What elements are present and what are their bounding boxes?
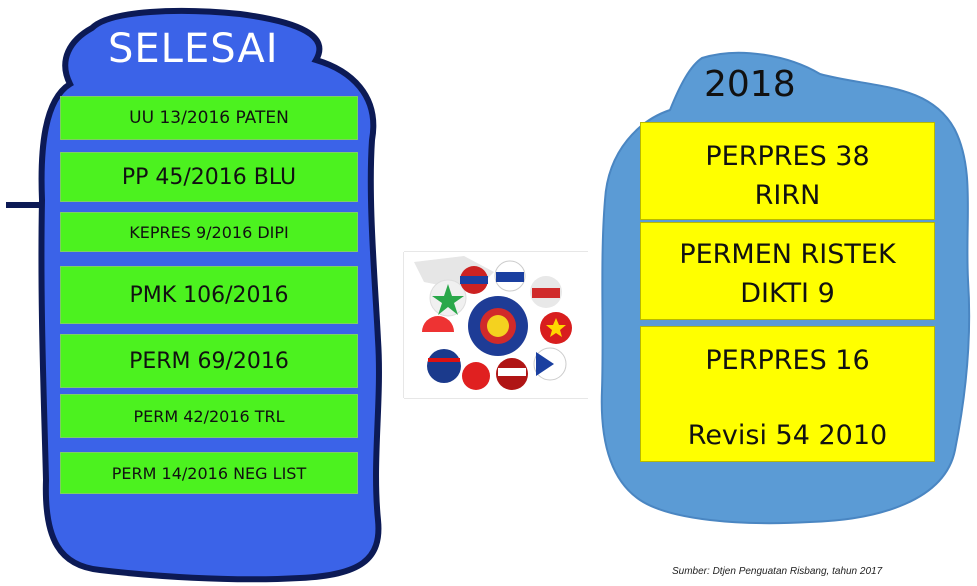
asean-flag-balls-image [404, 252, 588, 398]
left-item-3: KEPRES 9/2016 DIPI [60, 212, 358, 252]
source-note: Sumber: Dtjen Penguatan Risbang, tahun 2… [672, 566, 883, 577]
left-item-1: UU 13/2016 PATEN [60, 96, 358, 140]
right-item-1-line2: RIRN [754, 180, 821, 211]
right-item-2-line1: PERMEN RISTEK [679, 239, 896, 270]
right-item-2: PERMEN RISTEK DIKTI 9 [640, 222, 935, 320]
right-item-1: PERPRES 38 RIRN [640, 122, 935, 220]
left-panel-title: SELESAI [108, 26, 279, 72]
right-item-3-line1: PERPRES 16 [705, 345, 870, 376]
left-item-2: PP 45/2016 BLU [60, 152, 358, 202]
right-item-2-line2: DIKTI 9 [740, 278, 835, 309]
left-item-7: PERM 14/2016 NEG LIST [60, 452, 358, 494]
right-item-1-line1: PERPRES 38 [705, 141, 870, 172]
left-item-4: PMK 106/2016 [60, 266, 358, 324]
right-item-3: PERPRES 16 Revisi 54 2010 [640, 326, 935, 462]
left-item-6: PERM 42/2016 TRL [60, 394, 358, 438]
right-item-3-line2: Revisi 54 2010 [687, 420, 888, 451]
right-panel-title: 2018 [704, 64, 796, 105]
left-item-5: PERM 69/2016 [60, 334, 358, 388]
